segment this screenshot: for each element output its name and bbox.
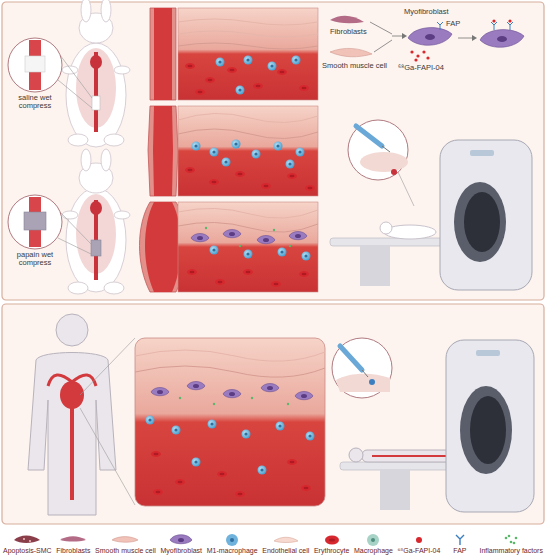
legend-item: M1-macrophage — [207, 533, 258, 555]
legend-text: Erythrocyte — [314, 547, 349, 555]
legend-icon — [317, 533, 347, 547]
legend-item: Macrophage — [354, 533, 393, 555]
legend-icon — [12, 533, 42, 547]
callout-label: FAP — [446, 20, 460, 28]
legend: Apoptosis-SMC Fibroblasts Smooth muscle ce… — [3, 527, 543, 555]
legend-text: ⁶⁸Ga-FAPI-04 — [397, 547, 440, 555]
legend-item: Smooth muscle cell — [95, 533, 156, 555]
legend-item: Myofibroblast — [160, 533, 202, 555]
legend-item: Erythrocyte — [314, 533, 349, 555]
legend-text: FAP — [453, 547, 466, 555]
callout-label: ⁶⁸Ga-FAPI-04 — [398, 64, 444, 72]
callout-label: Myofibroblast — [404, 8, 449, 16]
legend-text: Myofibroblast — [160, 547, 202, 555]
legend-text: Fibroblasts — [56, 547, 90, 555]
legend-item: FAP — [445, 533, 475, 555]
legend-text: Apoptosis-SMC — [3, 547, 52, 555]
legend-text: Inflammatory factors — [480, 547, 543, 555]
callout-label: saline wet compress — [2, 94, 68, 111]
legend-icon — [166, 533, 196, 547]
callout-label: papain wet compress — [2, 251, 68, 268]
legend-icon — [496, 533, 526, 547]
callout-label: Fibroblasts — [330, 28, 367, 36]
legend-icon — [445, 533, 475, 547]
legend-item: Fibroblasts — [56, 533, 90, 555]
legend-item: Inflammatory factors — [480, 533, 543, 555]
legend-icon — [271, 533, 301, 547]
callout-label: Smooth muscle cell — [322, 62, 387, 70]
legend-text: M1-macrophage — [207, 547, 258, 555]
legend-text: Smooth muscle cell — [95, 547, 156, 555]
legend-text: Endothelial cell — [262, 547, 309, 555]
legend-item: ⁶⁸Ga-FAPI-04 — [397, 533, 440, 555]
legend-icon — [358, 533, 388, 547]
legend-icon — [110, 533, 140, 547]
legend-icon — [217, 533, 247, 547]
legend-icon — [58, 533, 88, 547]
legend-item: Endothelial cell — [262, 533, 309, 555]
legend-icon — [404, 533, 434, 547]
legend-item: Apoptosis-SMC — [3, 533, 52, 555]
legend-text: Macrophage — [354, 547, 393, 555]
